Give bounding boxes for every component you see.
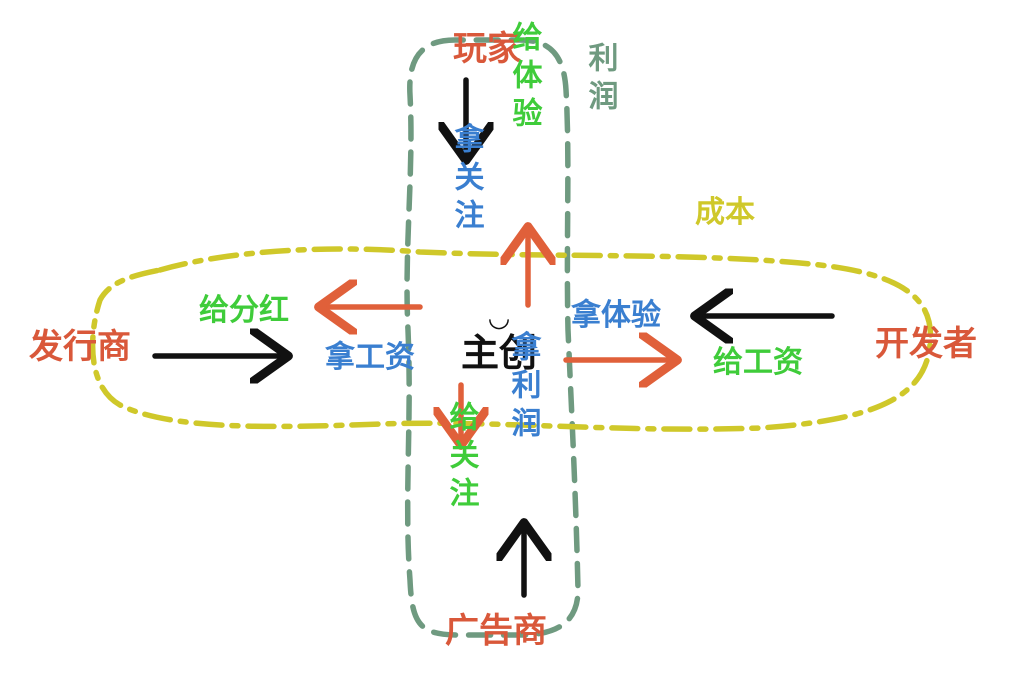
center-label: 主创 (461, 331, 537, 375)
cost-region-outline (89, 246, 934, 432)
center-smile: ◡ (489, 303, 509, 333)
label-receive-experience: 拿体验 (571, 298, 661, 333)
region-cost-label: 成本 (695, 195, 755, 230)
label-receive-salary: 拿工资 (325, 340, 415, 375)
label-give-dividend: 给分红 (199, 293, 289, 328)
label-give-salary: 给工资 (713, 345, 803, 380)
actor-advertiser: 广告商 (445, 611, 547, 651)
region-profit-label: 利润 (583, 42, 619, 118)
label-give-experience: 给体验 (507, 21, 543, 135)
actor-developer: 开发者 (875, 324, 977, 364)
label-receive-profit: 拿利润 (506, 330, 542, 445)
actor-player: 玩家 (453, 29, 521, 69)
label-receive-attention: 拿关注 (449, 122, 485, 237)
label-give-attention: 给关注 (444, 401, 480, 515)
profit-region-outline (404, 37, 581, 638)
actor-publisher: 发行商 (29, 327, 131, 367)
